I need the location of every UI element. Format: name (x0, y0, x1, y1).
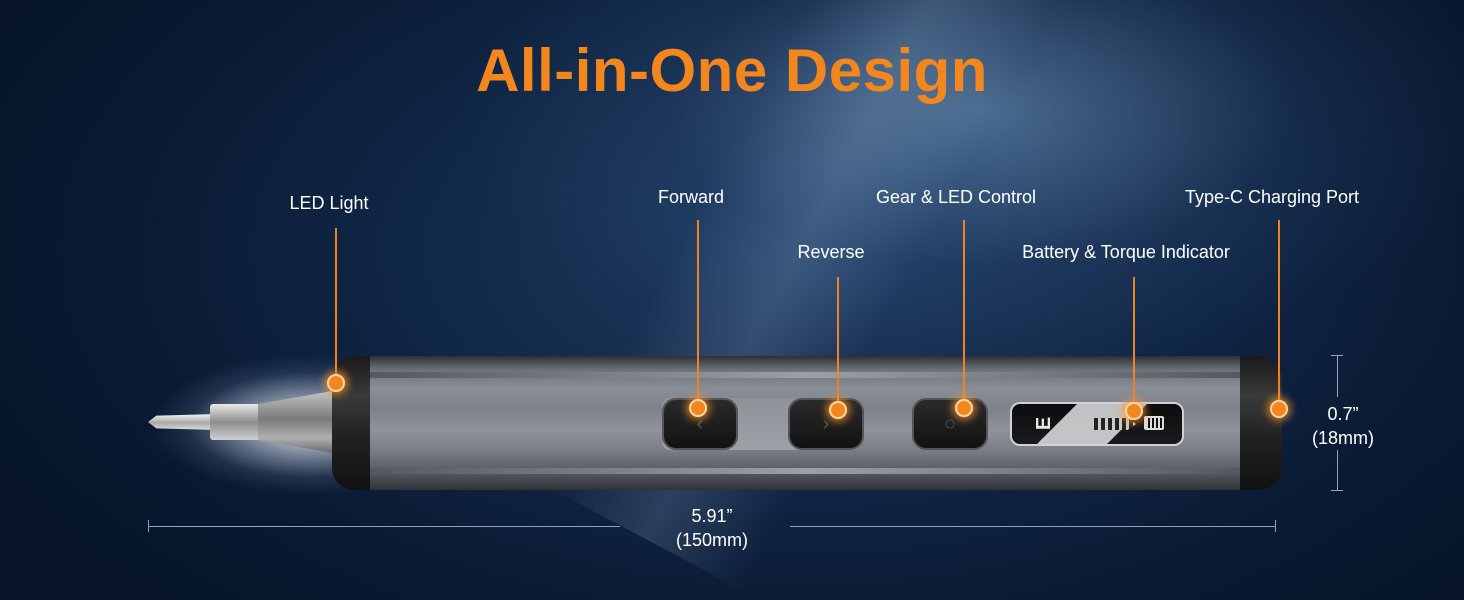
barrel-highlight-top (370, 372, 1242, 378)
callout-type-c-port: Type-C Charging Port (1184, 187, 1360, 207)
length-tick-left (148, 520, 149, 532)
gear-led-button[interactable]: ○ (912, 398, 988, 450)
length-dimension: 5.91” (150mm) (650, 504, 774, 552)
diameter-dimension: 0.7” (18mm) (1300, 402, 1386, 450)
callout-reverse: Reverse (797, 242, 865, 262)
leader-type-c-port (1278, 220, 1280, 409)
reverse-button[interactable]: › (788, 398, 864, 450)
marker-battery-torque (1125, 402, 1143, 420)
drill-bit-icon (1094, 418, 1136, 430)
page-title: All-in-One Design (476, 37, 988, 104)
length-mm: (150mm) (675, 530, 748, 550)
length-inches: 5.91” (691, 506, 733, 526)
diameter-line-bottom (1337, 450, 1338, 490)
diameter-inches: 0.7” (1327, 404, 1359, 424)
callout-gear-led-control: Gear & LED Control (875, 187, 1037, 207)
marker-type-c-port (1270, 400, 1288, 418)
barrel-highlight-bottom (370, 468, 1242, 474)
gear-letter: E (1033, 416, 1056, 431)
length-line-left (148, 526, 620, 527)
screwdriver-bit (148, 414, 218, 430)
leader-gear-led-control (963, 220, 965, 408)
leader-battery-torque (1133, 277, 1135, 411)
battery-icon (1144, 416, 1164, 430)
rear-cap (1240, 356, 1282, 490)
battery-torque-display: E (1010, 402, 1184, 446)
bit-hex-shank (210, 404, 265, 440)
marker-forward (689, 399, 707, 417)
diameter-tick-bottom (1331, 490, 1343, 491)
marker-reverse (829, 401, 847, 419)
length-line-right (790, 526, 1276, 527)
marker-led-light (327, 374, 345, 392)
callout-led-light: LED Light (289, 193, 369, 213)
callout-battery-torque: Battery & Torque Indicator (1022, 242, 1230, 262)
diameter-mm: (18mm) (1312, 428, 1374, 448)
leader-led-light (335, 228, 337, 383)
callout-forward: Forward (657, 187, 725, 207)
marker-gear-led-control (955, 399, 973, 417)
leader-reverse (837, 277, 839, 410)
leader-forward (697, 220, 699, 408)
diameter-line-top (1337, 355, 1338, 397)
length-tick-right (1275, 520, 1276, 532)
diameter-tick-top (1331, 355, 1343, 356)
